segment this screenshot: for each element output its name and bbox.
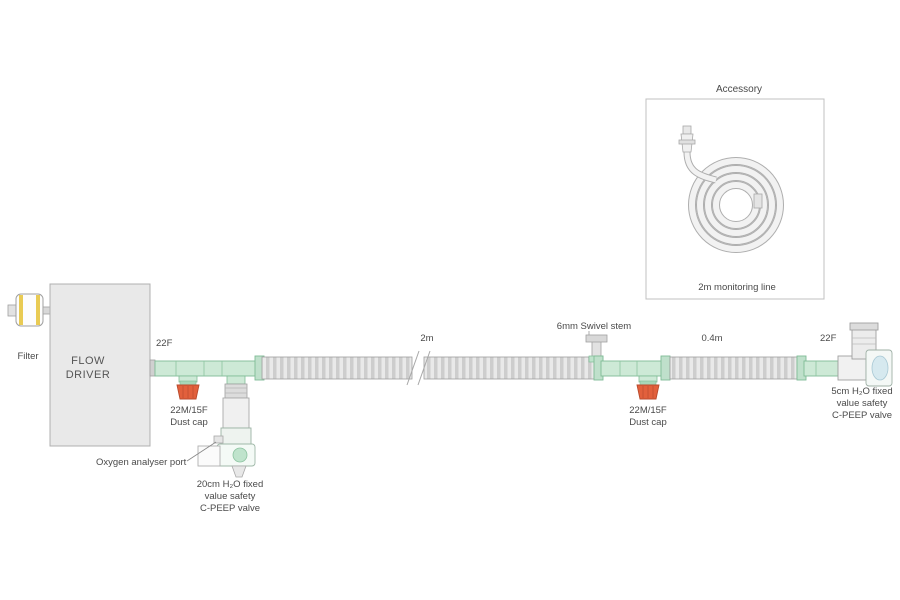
flow-driver-label-line1: FLOW (71, 355, 105, 367)
peep-valve-5-assembly (796, 322, 893, 387)
peep20-label-line1: 20cm H₂O fixed (197, 479, 264, 490)
tube-cuff-icon (660, 355, 671, 381)
tube-2m-label: 2m (420, 333, 433, 344)
peep5-label-line1: 5cm H₂O fixed (831, 386, 892, 397)
tube-break-mark (406, 350, 420, 386)
connector-assembly-mid (593, 355, 671, 400)
peep20-label-line2: value safety (205, 491, 256, 502)
oxygen-analyser-port-icon (213, 435, 224, 444)
oxygen-port-label: Oxygen analyser port (96, 457, 187, 468)
accessory-caption: 2m monitoring line (698, 282, 776, 293)
peep5-label-line3: C-PEEP valve (832, 410, 892, 421)
peep-valve-20-assembly (197, 375, 256, 478)
port-22f-right-label: 22F (820, 333, 837, 344)
tube-break-mark (417, 350, 431, 386)
peep5-label-line2: value safety (837, 398, 888, 409)
swivel-stem-label: 6mm Swivel stem (557, 321, 632, 332)
flow-driver-outlet-port (149, 359, 156, 377)
port-22f-left-label: 22F (156, 338, 173, 349)
flow-driver-box (49, 283, 151, 447)
dust-cap-left-label-line2: Dust cap (170, 417, 208, 428)
dust-cap-left-icon (176, 375, 200, 400)
monitoring-line-coil-icon (678, 125, 784, 253)
oxygen-port-leader-line (186, 441, 217, 462)
tube-04m-label: 0.4m (701, 333, 722, 344)
connector-assembly-left (154, 355, 265, 478)
accessory-title: Accessory (716, 84, 762, 95)
filter-icon (7, 293, 52, 327)
corrugated-tube-2m (261, 350, 599, 386)
flow-driver-unit: FLOW DRIVER (49, 283, 156, 447)
accessory-panel: Accessory 2m monitoring line (645, 84, 825, 300)
dust-cap-right-icon (636, 375, 660, 400)
peep20-label-line3: C-PEEP valve (200, 503, 260, 514)
dust-cap-right-label-line1: 22M/15F (629, 405, 667, 416)
filter-label: Filter (17, 351, 38, 362)
accessory-box (645, 98, 825, 300)
dust-cap-left-label-line1: 22M/15F (170, 405, 208, 416)
flow-driver-label-line2: DRIVER (66, 369, 111, 381)
corrugated-tube-04m (669, 356, 798, 380)
luer-connector-icon (678, 125, 696, 153)
coil-clip-icon (753, 193, 763, 209)
dust-cap-right-label-line2: Dust cap (629, 417, 667, 428)
